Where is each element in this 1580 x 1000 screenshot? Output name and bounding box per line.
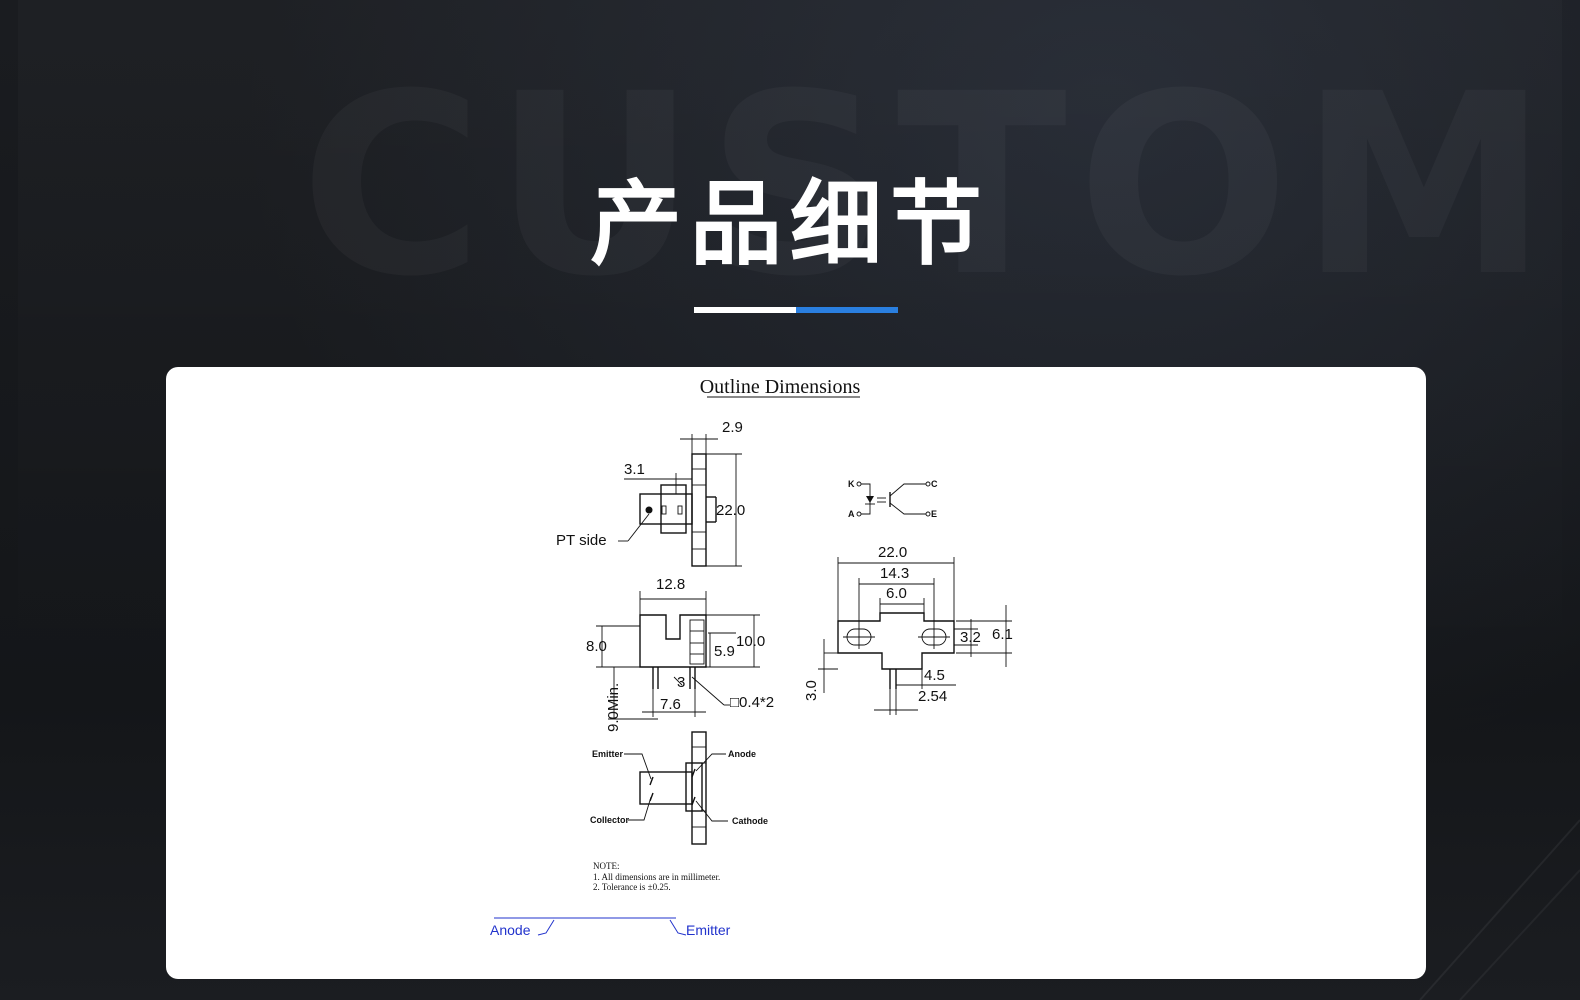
title-underline	[694, 307, 898, 313]
side-view: 22.0 14.3 6.0 3.2 6.1 3.0	[803, 544, 1013, 715]
pin-label-anode: Anode	[728, 749, 756, 759]
pin-label-emitter: Emitter	[592, 749, 624, 759]
pinout-view: Emitter Collector Anode Cathode	[590, 731, 768, 845]
front-view: 12.8 8.0 10.0 5.9 9.0Min. 3 7.6	[586, 576, 774, 732]
dim-side-pitch: 2.54	[918, 688, 947, 705]
side-view-body	[837, 612, 955, 670]
dim-front-slot-depth: 5.9	[714, 643, 735, 660]
dim-side-pin-len: 3.0	[803, 680, 820, 701]
circuit-schematic: K A C E	[848, 479, 938, 519]
front-view-body	[639, 614, 707, 668]
dim-top-width: 2.9	[722, 419, 743, 436]
bottom-label-emitter: Emitter	[686, 922, 731, 938]
dim-front-body: 8.0	[586, 638, 607, 655]
dim-side-holes: 14.3	[880, 565, 909, 582]
pt-side-label: PT side	[556, 532, 607, 549]
bottom-pin-labels: Anode Emitter	[490, 917, 731, 938]
dim-side-step: 4.5	[924, 667, 945, 684]
dim-top-height: 22.0	[716, 502, 745, 519]
dim-front-pin-gap: 3	[677, 674, 685, 691]
schematic-e-label: E	[931, 509, 937, 519]
pin-label-cathode: Cathode	[732, 816, 768, 826]
dim-front-width: 12.8	[656, 576, 685, 593]
outline-dimensions-drawing: Outline Dimensions 2.9 3.1	[490, 376, 1013, 938]
schematic-c-label: C	[931, 479, 938, 489]
dim-side-total: 22.0	[878, 544, 907, 561]
drawing-heading: Outline Dimensions	[700, 376, 861, 398]
note-line-1: 1. All dimensions are in millimeter.	[593, 872, 720, 882]
dim-front-pin: □0.4*2	[730, 694, 774, 711]
pt-side-dot	[645, 506, 653, 514]
pin-label-collector: Collector	[590, 815, 630, 825]
page-title: 产品细节	[589, 171, 990, 278]
dim-front-pitch: 7.6	[660, 696, 681, 713]
bottom-label-anode: Anode	[490, 922, 531, 938]
notes: NOTE: 1. All dimensions are in millimete…	[593, 861, 720, 892]
schematic-k-label: K	[848, 479, 855, 489]
dim-front-total: 10.0	[736, 633, 765, 650]
schematic-a-label: A	[848, 509, 855, 519]
top-view: 2.9 3.1 22.0 PT side	[556, 419, 745, 567]
dim-front-pin-len: 9.0Min.	[605, 683, 622, 732]
top-view-head	[639, 493, 693, 525]
underline-white-segment	[694, 307, 796, 313]
dim-side-height: 6.1	[992, 626, 1013, 643]
dim-top-offset: 3.1	[624, 461, 645, 478]
underline-blue-segment	[796, 307, 898, 313]
product-detail-card: Outline Dimensions 2.9 3.1	[166, 367, 1426, 979]
dim-side-tab: 3.2	[960, 629, 981, 646]
note-title: NOTE:	[593, 861, 620, 871]
note-line-2: 2. Tolerance is ±0.25.	[593, 882, 671, 892]
dim-side-center: 6.0	[886, 585, 907, 602]
